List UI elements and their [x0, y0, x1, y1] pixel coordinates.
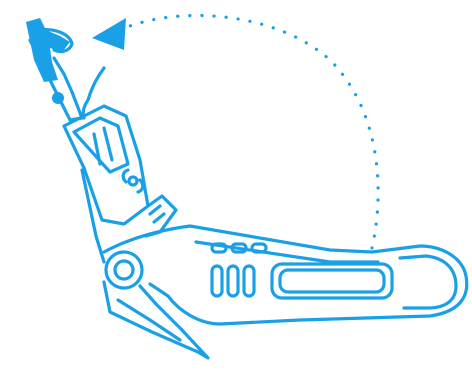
pivot-inner: [115, 261, 133, 279]
rotation-arrow-head: [92, 18, 126, 50]
blade-hole: [52, 92, 64, 104]
handle-grip-inner: [280, 270, 384, 292]
rotation-lock-icon: [123, 170, 143, 192]
pivot-outer: [106, 252, 142, 288]
blade-carrier: [64, 106, 148, 224]
rotation-arrow: [92, 15, 378, 248]
handle-grip-ribs: [212, 266, 254, 296]
blade-assembly: [26, 18, 176, 262]
handle-assembly: [104, 226, 467, 358]
handle-end-cap: [400, 256, 456, 308]
neck-detail: [150, 206, 164, 222]
handle-hook-base: [104, 282, 208, 358]
hinge-pivot: [106, 252, 142, 288]
rotation-arrow-dotted-path: [130, 15, 378, 248]
carrier-slot-2: [104, 128, 112, 160]
